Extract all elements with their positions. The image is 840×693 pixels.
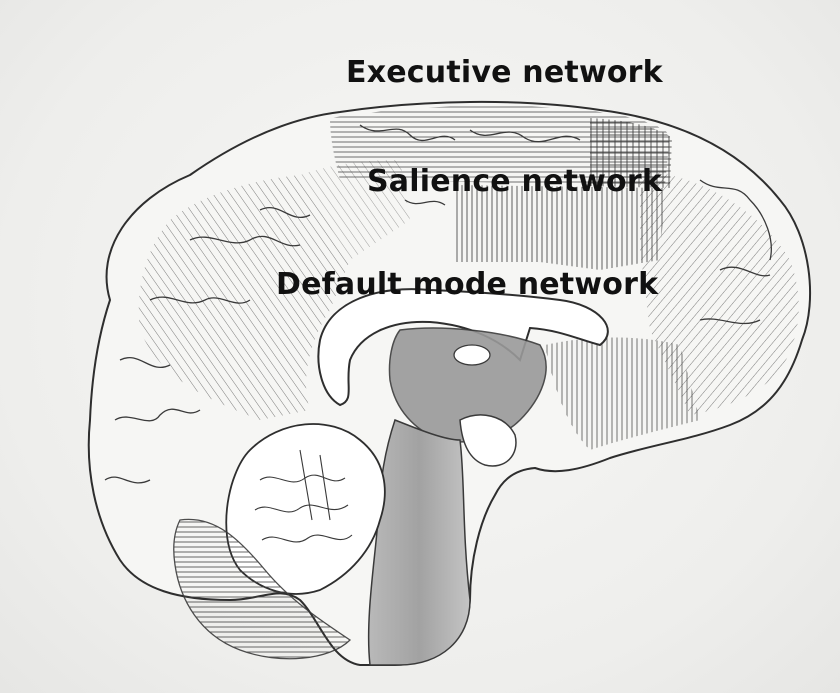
executive-network-label: Executive network — [346, 58, 663, 88]
massa-intermedia — [454, 345, 490, 365]
salience-network-label: Salience network — [367, 167, 662, 197]
default-mode-network-label: Default mode network — [276, 270, 658, 300]
